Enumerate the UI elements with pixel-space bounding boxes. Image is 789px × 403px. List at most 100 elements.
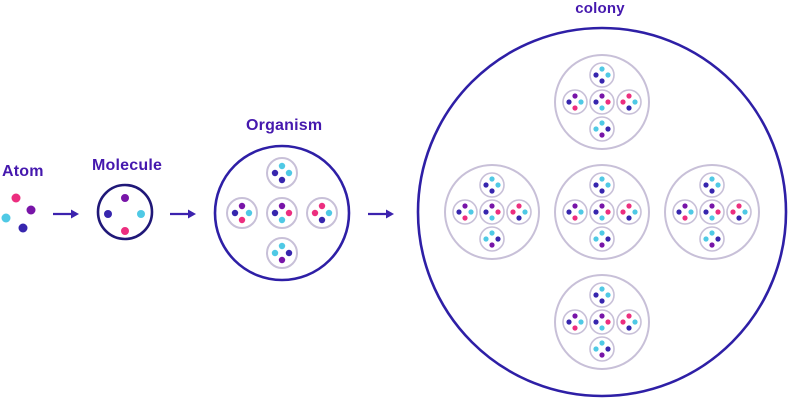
colony-member-right-cell-top-dot-cyan bbox=[715, 182, 721, 188]
colony-member-center-cell-bottom-circle bbox=[589, 226, 615, 252]
colony-member-top-cell-left-dot-indigo bbox=[566, 99, 572, 105]
colony-member-top-cell-left-circle bbox=[562, 89, 588, 115]
molecule-dot-pink bbox=[121, 227, 129, 235]
colony-member-top-cell-top-dot-cyan bbox=[605, 72, 611, 78]
colony-member-bottom-cell-left-dot-purple bbox=[572, 313, 578, 319]
colony-member-top-cell-bottom-circle bbox=[589, 116, 615, 142]
organism-cell-left-dot-indigo bbox=[231, 209, 239, 217]
organism-cell-center-circle bbox=[266, 197, 298, 229]
colony-member-top-cell-top-dot-indigo bbox=[599, 78, 605, 84]
colony-member-top-cell-bottom-dot-indigo bbox=[605, 126, 611, 132]
colony-member-left-cell-bottom-dot-purple bbox=[489, 242, 495, 248]
colony-member-right-cell-top-dot-indigo bbox=[709, 188, 715, 194]
colony-member-top-cell-right-dot-indigo bbox=[626, 105, 632, 111]
colony-member-right-cell-bottom-dot-cyan bbox=[703, 236, 709, 242]
colony-member-right-cell-left-dot-cyan bbox=[688, 209, 694, 215]
colony-member-right-cell-center-dot-purple bbox=[709, 203, 715, 209]
colony-member-bottom-cell-top-dot-indigo bbox=[599, 298, 605, 304]
organism-cell-top-dot-cyan bbox=[278, 162, 286, 170]
colony-member-bottom-cell-left-dot-pink bbox=[572, 325, 578, 331]
colony-member-right-cell-right-dot-pink bbox=[730, 209, 736, 215]
colony-member-top-cell-left-dot-purple bbox=[572, 93, 578, 99]
colony-member-right-circle bbox=[664, 164, 760, 260]
colony-member-left-cell-top-dot-indigo bbox=[489, 188, 495, 194]
colony-member-top-cell-center-dot-pink bbox=[605, 99, 611, 105]
colony-member-bottom-cell-center-dot-cyan bbox=[599, 325, 605, 331]
colony-member-bottom-cell-right-dot-indigo bbox=[626, 325, 632, 331]
colony-member-center-cell-center-dot-purple bbox=[599, 203, 605, 209]
organism-cell-right-dot-cyan bbox=[325, 209, 333, 217]
colony-member-center-circle bbox=[554, 164, 650, 260]
colony-member-left-cell-left-dot-pink bbox=[462, 215, 468, 221]
colony-member-bottom-cell-bottom-dot-cyan bbox=[593, 346, 599, 352]
colony-member-bottom-cell-center-dot-indigo bbox=[593, 319, 599, 325]
colony-member-right-cell-top-dot-indigo bbox=[703, 182, 709, 188]
colony-member-center-cell-left-dot-indigo bbox=[566, 209, 572, 215]
colony-member-left-cell-left-dot-purple bbox=[462, 203, 468, 209]
colony-member-center-cell-left-circle bbox=[562, 199, 588, 225]
colony-member-center-cell-right-dot-indigo bbox=[626, 215, 632, 221]
colony-member-center-cell-top-dot-cyan bbox=[599, 176, 605, 182]
colony-member-center-cell-bottom-dot-cyan bbox=[593, 236, 599, 242]
colony-member-bottom-cell-bottom-dot-indigo bbox=[605, 346, 611, 352]
molecule-dot-cyan bbox=[137, 210, 145, 218]
colony-member-left-cell-bottom-dot-cyan bbox=[489, 230, 495, 236]
colony-member-top-cell-top-circle bbox=[589, 62, 615, 88]
molecule-dot-indigo bbox=[104, 210, 112, 218]
organism-cell-left-dot-cyan bbox=[245, 209, 253, 217]
colony-member-right-cell-center-dot-indigo bbox=[703, 209, 709, 215]
colony-member-center-cell-center-circle bbox=[589, 199, 615, 225]
colony-member-left-circle bbox=[444, 164, 540, 260]
colony-member-right-cell-left-dot-indigo bbox=[676, 209, 682, 215]
colony-member-left-cell-top-dot-cyan bbox=[489, 176, 495, 182]
colony-member-center-cell-left-dot-purple bbox=[572, 203, 578, 209]
colony-member-bottom-cell-bottom-dot-cyan bbox=[599, 340, 605, 346]
organism-cell-bottom-dot-cyan bbox=[278, 242, 286, 250]
colony-member-bottom-cell-right-dot-cyan bbox=[632, 319, 638, 325]
colony-member-left-cell-right-dot-cyan bbox=[522, 209, 528, 215]
colony-member-top-cell-center-circle bbox=[589, 89, 615, 115]
colony-member-top-cell-right-dot-pink bbox=[626, 93, 632, 99]
organism-cell-left-circle bbox=[226, 197, 258, 229]
colony-member-bottom-cell-top-dot-indigo bbox=[593, 292, 599, 298]
colony-member-top-circle bbox=[554, 54, 650, 150]
atom-label: Atom bbox=[2, 163, 44, 180]
colony-member-bottom-cell-right-circle bbox=[616, 309, 642, 335]
organism-cell-right-dot-pink bbox=[311, 209, 319, 217]
colony-member-left-cell-left-circle bbox=[452, 199, 478, 225]
colony-member-left-cell-center-dot-pink bbox=[495, 209, 501, 215]
colony-member-top-cell-top-dot-cyan bbox=[599, 66, 605, 72]
colony-member-bottom-cell-top-circle bbox=[589, 282, 615, 308]
colony-member-left-cell-right-dot-pink bbox=[510, 209, 516, 215]
colony-member-top-cell-right-dot-cyan bbox=[632, 99, 638, 105]
colony-member-left-cell-center-dot-cyan bbox=[489, 215, 495, 221]
arrow-3-head bbox=[386, 209, 394, 219]
atom-dot-indigo bbox=[18, 223, 28, 233]
colony-member-right-cell-top-dot-cyan bbox=[709, 176, 715, 182]
colony-member-top-cell-bottom-dot-cyan bbox=[593, 126, 599, 132]
atom-dot-pink bbox=[11, 193, 21, 203]
atom-dot-purple bbox=[26, 205, 36, 215]
organism-cell-right-dot-indigo bbox=[318, 216, 326, 224]
colony-member-bottom-cell-center-dot-pink bbox=[605, 319, 611, 325]
organism-circle bbox=[213, 144, 351, 282]
colony-member-right-cell-right-circle bbox=[726, 199, 752, 225]
colony-member-bottom-circle bbox=[554, 274, 650, 370]
colony-member-right-cell-left-circle bbox=[672, 199, 698, 225]
colony-member-left-cell-top-dot-cyan bbox=[495, 182, 501, 188]
arrow-1-head bbox=[71, 209, 79, 219]
molecule-label: Molecule bbox=[92, 157, 163, 174]
colony-member-bottom-cell-right-dot-pink bbox=[620, 319, 626, 325]
colony-member-right-cell-right-dot-indigo bbox=[736, 215, 742, 221]
colony-member-bottom-cell-right-dot-pink bbox=[626, 313, 632, 319]
organism-cell-bottom-dot-cyan bbox=[271, 249, 279, 257]
colony-member-right-cell-top-circle bbox=[699, 172, 725, 198]
organism-cell-left-dot-purple bbox=[238, 202, 246, 210]
colony-member-right-cell-center-dot-pink bbox=[715, 209, 721, 215]
colony-member-left-cell-bottom-dot-cyan bbox=[483, 236, 489, 242]
colony-member-center-cell-top-dot-cyan bbox=[605, 182, 611, 188]
organism-cell-top-dot-cyan bbox=[285, 169, 293, 177]
colony-member-left-cell-center-circle bbox=[479, 199, 505, 225]
colony-member-center-cell-center-dot-pink bbox=[605, 209, 611, 215]
